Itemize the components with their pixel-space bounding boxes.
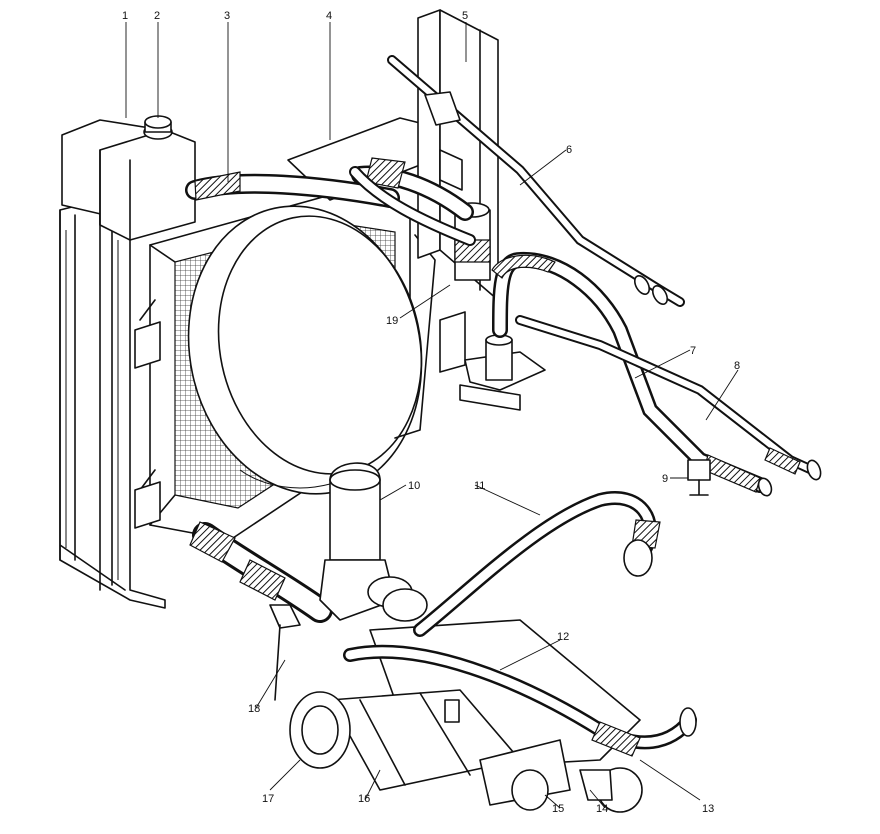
- callout-9: 9: [662, 473, 668, 485]
- callout-13: 13: [702, 803, 714, 815]
- callout-6: 6: [566, 144, 572, 156]
- callout-1: 1: [122, 10, 128, 22]
- callout-8: 8: [734, 360, 740, 372]
- callout-2: 2: [154, 10, 160, 22]
- callout-4: 4: [326, 10, 332, 22]
- callout-11: 11: [474, 480, 485, 492]
- callout-16: 16: [358, 793, 370, 805]
- leader-lines: [125, 22, 739, 809]
- callout-5: 5: [462, 10, 468, 22]
- callout-10: 10: [408, 480, 420, 492]
- upper-hose: [185, 171, 400, 208]
- callout-15: 15: [552, 803, 564, 815]
- callout-14: 14: [596, 803, 608, 815]
- callout-19: 19: [386, 315, 398, 327]
- burner-assembly: [479, 739, 643, 813]
- bypass-hose: [349, 157, 476, 246]
- air-duct: [319, 462, 413, 621]
- callout-12: 12: [557, 631, 569, 643]
- heater-hose: [491, 251, 773, 497]
- callout-18: 18: [248, 703, 260, 715]
- preheater-cylinder: [289, 689, 521, 791]
- expansion-tank: [61, 115, 196, 241]
- heater-return-pipe: [515, 315, 822, 481]
- vent-pipe: [387, 55, 685, 307]
- lower-radiator-hose: [189, 521, 333, 623]
- exhaust-hose: [343, 644, 697, 757]
- callout-7: 7: [690, 345, 696, 357]
- hose-clamp: [269, 604, 301, 701]
- drain-valve: [687, 459, 711, 496]
- callout-3: 3: [224, 10, 230, 22]
- callout-labels: 1 2 3 4 5 6 7 8 9 10 11 12 13 14 15 16 1…: [122, 10, 740, 815]
- callout-17: 17: [262, 793, 274, 805]
- fuel-hose: [413, 491, 661, 637]
